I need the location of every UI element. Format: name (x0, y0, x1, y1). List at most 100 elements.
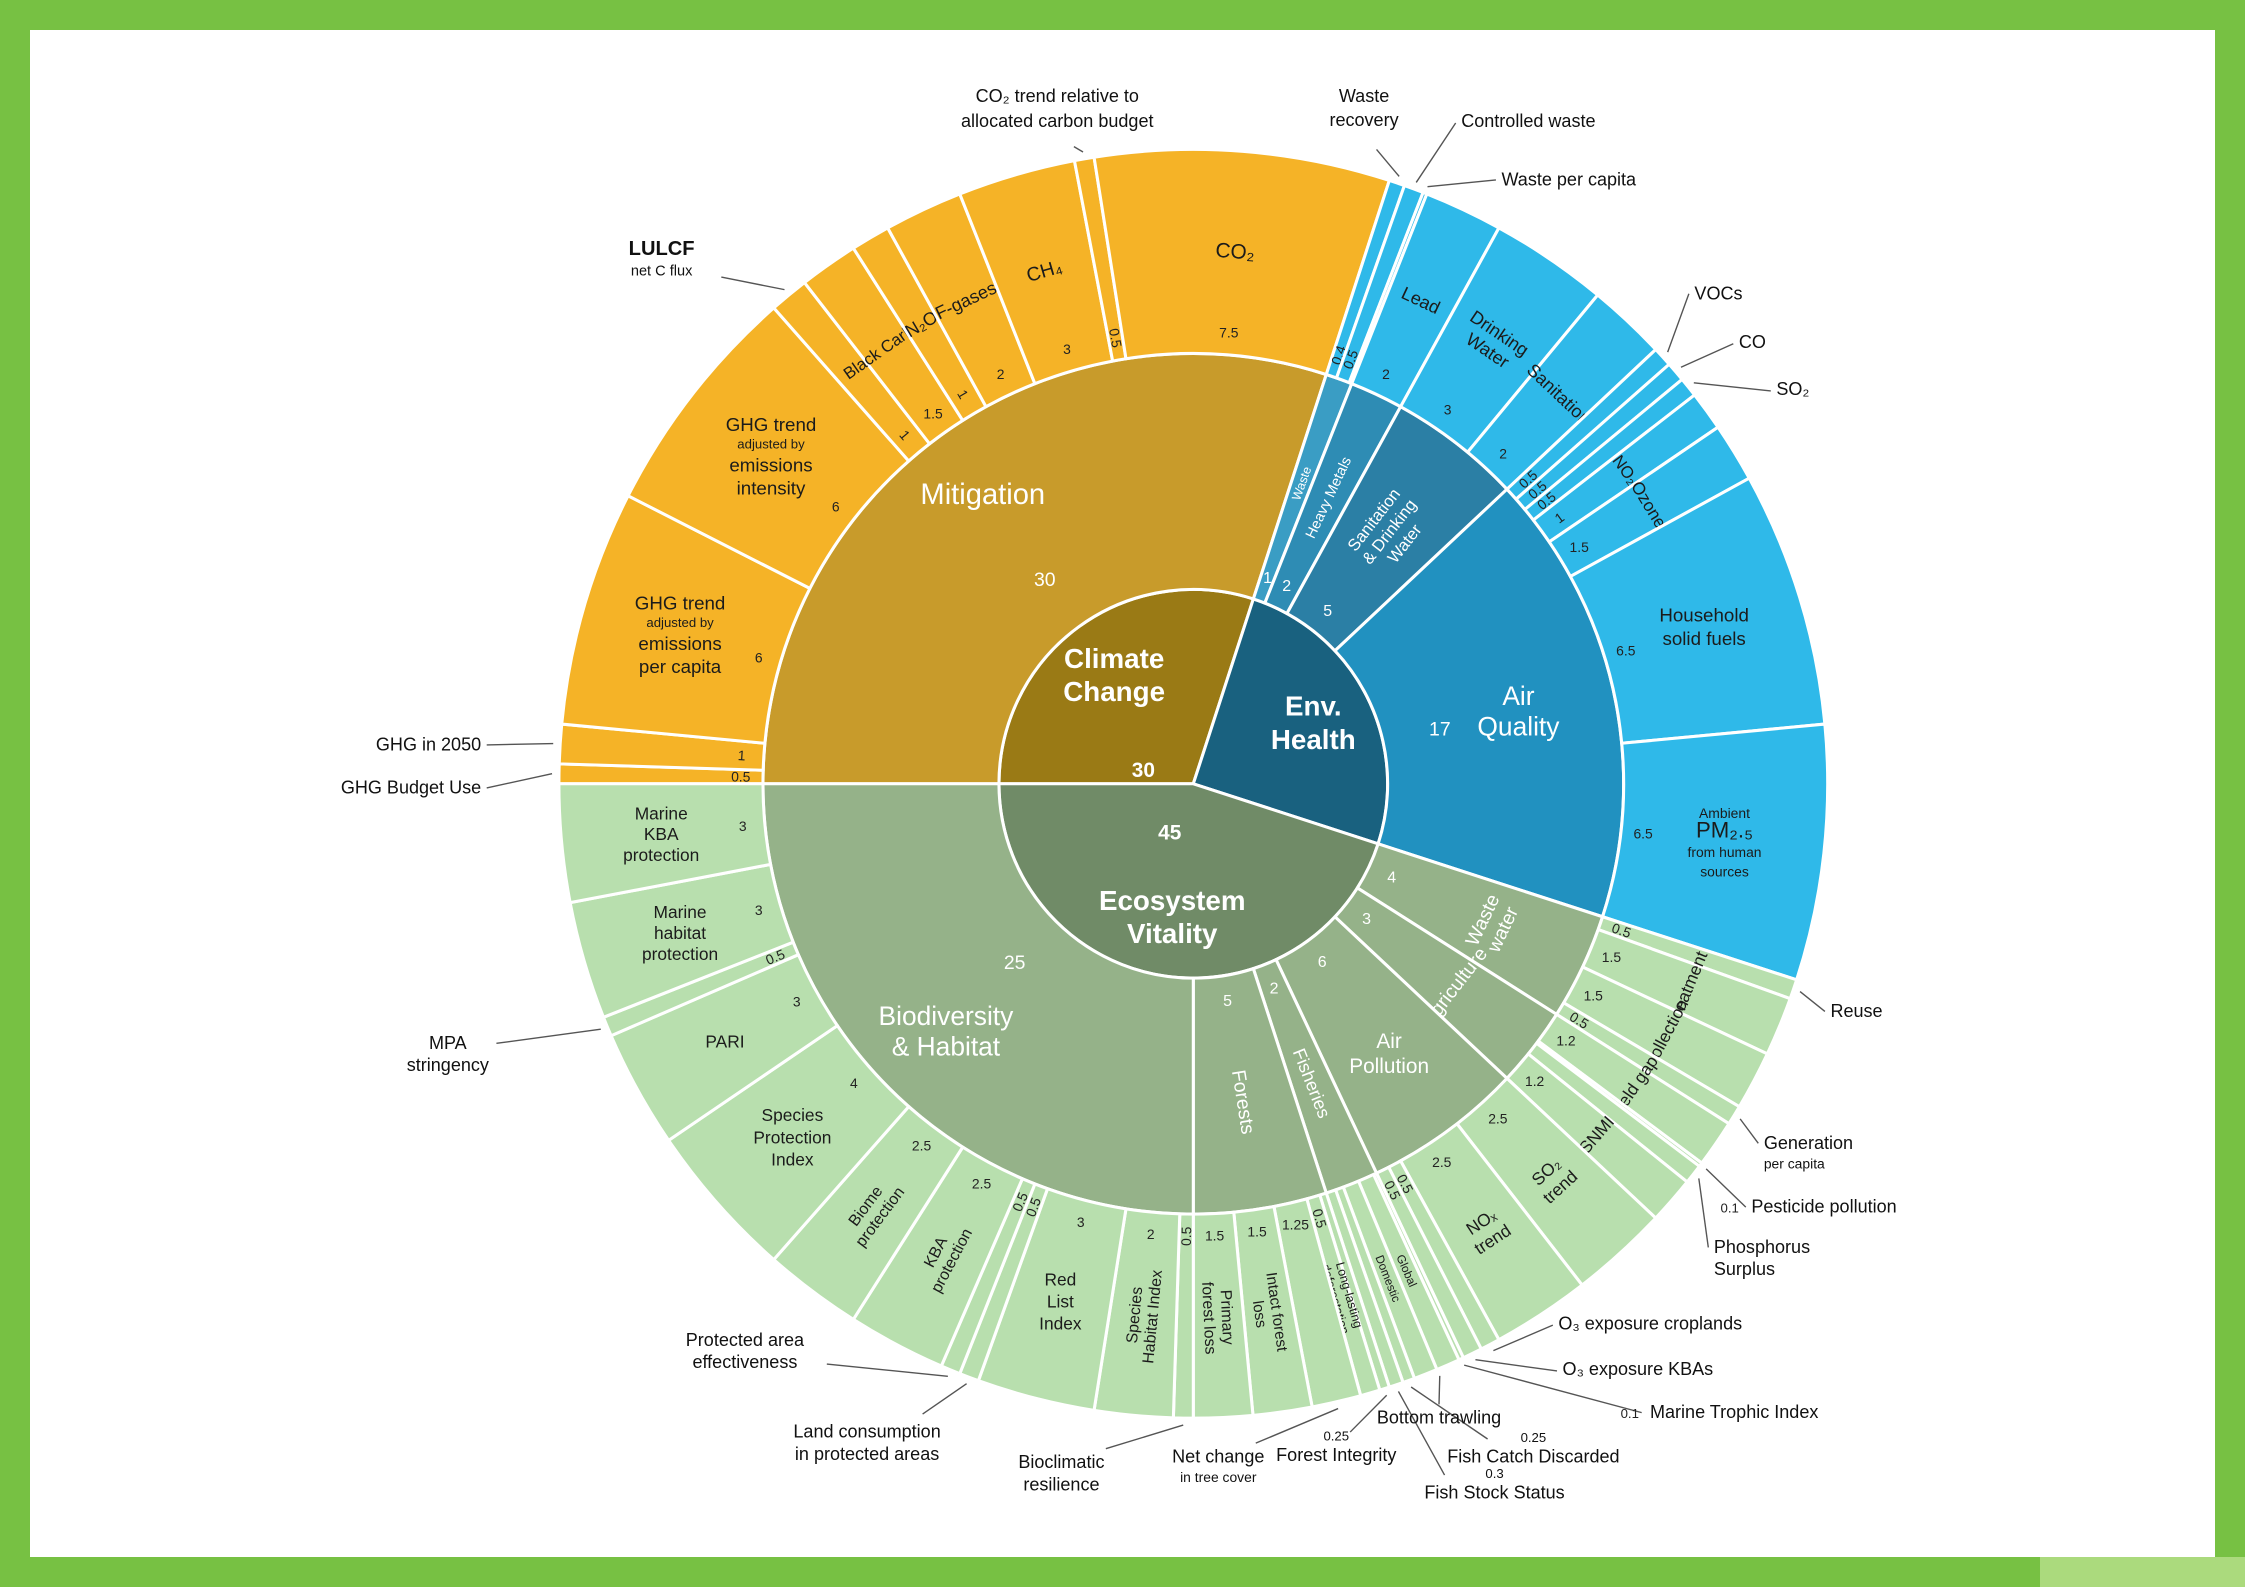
label-co: CO₂ (1215, 239, 1256, 265)
label-mitigation: Mitigation (920, 479, 1045, 511)
weight-net-change-in-tree-cover: 1.25 (1282, 1217, 1309, 1233)
callout-line-vocs (1666, 293, 1690, 353)
callout-line-so (1693, 382, 1771, 392)
weight-so-trend: 2.5 (1488, 1110, 1508, 1126)
category-weight-heavy-metals: 2 (1282, 578, 1291, 595)
callout-label-o-exposure-kbas: O₃ exposure KBAs (1563, 1359, 1714, 1379)
category-weight-air-quality: 17 (1429, 718, 1451, 740)
callout-label-ghg-in-2050: GHG in 2050 (376, 734, 481, 754)
weight-intact-forest-loss: 1.5 (1247, 1224, 1267, 1240)
hub-weight-climate-change: 30 (1132, 759, 1155, 782)
weight-kba-protection: 2.5 (972, 1176, 992, 1192)
callout-line-net-change-in-tree-cover (1255, 1407, 1339, 1444)
category-weight-waste: 1 (1263, 570, 1272, 587)
callout-line-o-exposure-kbas (1475, 1359, 1558, 1372)
callout-line-land-consumption-in-protected-areas (922, 1383, 967, 1415)
weight-ozone: 1.5 (1570, 539, 1590, 555)
weight-snmi: 1.2 (1525, 1073, 1545, 1089)
weight-co: 7.5 (1219, 324, 1239, 340)
callout-label-so: SO₂ (1776, 379, 1809, 399)
callout-label-pesticide-pollution: Pesticide pollution (1751, 1197, 1896, 1217)
callout-line-lulcf-net-c-flux (721, 276, 785, 291)
callout-line-bioclimatic-resilience (1105, 1424, 1184, 1450)
weight-species-habitat-index: 2 (1147, 1226, 1155, 1242)
label-biodiversity-habitat: Biodiversity& Habitat (879, 1001, 1015, 1062)
weight-red-list-index: 3 (1077, 1214, 1085, 1230)
label-primary-forest-loss: Primaryforest loss (1198, 1281, 1236, 1355)
callout-line-phosphorus-surplus (1698, 1178, 1710, 1248)
callout-line-waste-recovery (1376, 148, 1400, 177)
weight-sanitation: 2 (1499, 446, 1507, 462)
callout-line-co-trend-relative-to-allocated-carbon-budget (1073, 146, 1084, 153)
weight-marine-habitat-protection: 3 (755, 902, 763, 918)
weight-bioclimatic-resilience: 0.5 (1178, 1226, 1194, 1246)
weight-ghg-trend-adjusted-by-emissions-intensity: 6 (832, 498, 840, 514)
weight-black-carbon: 1.5 (923, 405, 943, 421)
callout-label-o-exposure-croplands: O₃ exposure croplands (1558, 1313, 1742, 1333)
callout-line-fish-catch-discarded (1410, 1386, 1488, 1440)
category-weight-agriculture: 3 (1362, 911, 1371, 928)
callout-line-protected-area-effectiveness (826, 1363, 948, 1377)
callout-value-marine-trophic-index: 0.1 (1621, 1406, 1639, 1421)
callout-label-controlled-waste: Controlled waste (1461, 111, 1595, 131)
category-weight-sanitation-drinking-water: 5 (1323, 603, 1332, 620)
weight-species-protection-index: 4 (850, 1075, 858, 1091)
weight-ch: 3 (1063, 341, 1071, 357)
weight-no-trend: 2.5 (1432, 1154, 1452, 1170)
callout-line-marine-trophic-index (1463, 1364, 1642, 1414)
hub-weight-ecosystem-vitality: 45 (1158, 822, 1181, 845)
callout-line-generation-per-capita (1739, 1118, 1759, 1144)
callout-line-co (1680, 343, 1734, 368)
callout-label-vocs: VOCs (1694, 283, 1742, 303)
weight-pari: 3 (793, 994, 801, 1010)
weight-yield-gap: 1.2 (1556, 1032, 1576, 1048)
callout-line-forest-integrity (1349, 1394, 1388, 1433)
weight-marine-kba-protection: 3 (739, 818, 747, 834)
weight-f-gases: 2 (997, 366, 1005, 382)
weight-lead: 2 (1382, 366, 1390, 382)
weight-primary-forest-loss: 1.5 (1205, 1228, 1225, 1244)
callout-line-ghg-budget-use (486, 773, 553, 789)
callout-label-ghg-budget-use: GHG Budget Use (341, 778, 481, 798)
frame-accent-strip (2040, 1557, 2245, 1587)
weight-collection: 1.5 (1584, 987, 1604, 1003)
callout-label-waste-per-capita: Waste per capita (1501, 169, 1637, 189)
weight-ghg-budget-use: 0.5 (731, 768, 751, 784)
callout-label-co: CO (1739, 332, 1766, 352)
category-weight-waste-water: 4 (1387, 870, 1396, 887)
callout-line-waste-per-capita (1427, 179, 1496, 188)
category-weight-air-pollution: 6 (1318, 954, 1327, 971)
callout-value-pesticide-pollution: 0.1 (1721, 1201, 1739, 1216)
callout-line-fish-stock-status (1397, 1391, 1446, 1476)
label-pari: PARI (705, 1031, 744, 1051)
slice-marine-kba-protection (557, 782, 773, 905)
callout-line-o-exposure-croplands (1493, 1324, 1554, 1352)
category-weight-biodiversity-habitat: 25 (1004, 952, 1026, 974)
weight-treatment: 1.5 (1602, 949, 1622, 965)
weight-ghg-trend-adjusted-by-emissions-per-capita: 6 (755, 649, 763, 665)
callout-line-reuse (1799, 990, 1826, 1012)
weight-ambient-pm-from-human-sources: 6.5 (1633, 825, 1653, 841)
